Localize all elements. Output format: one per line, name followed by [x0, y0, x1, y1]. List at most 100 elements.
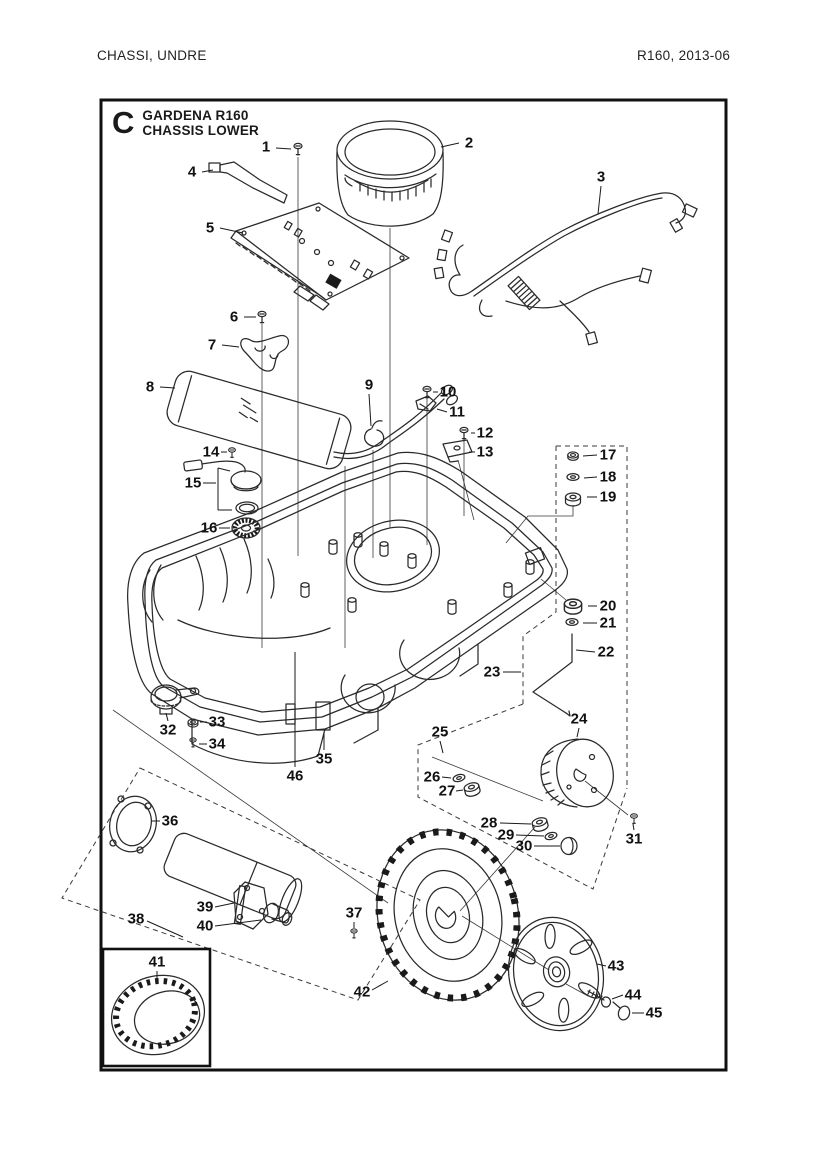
part-number-42: 42 — [354, 984, 371, 1001]
part-screw-14 — [228, 447, 236, 459]
part-hook-clip — [364, 420, 385, 447]
part-number-31: 31 — [626, 831, 643, 848]
leader-line-27 — [455, 789, 464, 792]
part-number-37: 37 — [346, 905, 363, 922]
leader-line-39 — [214, 902, 235, 908]
part-number-19: 19 — [600, 489, 617, 506]
part-number-45: 45 — [646, 1005, 663, 1022]
part-cap-assembly — [217, 467, 262, 515]
part-bearing-ring — [231, 517, 261, 539]
part-clip — [415, 395, 437, 412]
part-number-16: 16 — [201, 520, 218, 537]
part-battery — [166, 370, 459, 470]
part-number-17: 17 — [600, 447, 617, 464]
part-washer-26 — [451, 772, 467, 784]
part-number-24: 24 — [571, 711, 588, 728]
part-bushing-19 — [564, 492, 582, 507]
part-gasket — [109, 795, 157, 854]
section-letter: C — [112, 105, 135, 140]
part-number-27: 27 — [439, 783, 456, 800]
part-number-33: 33 — [209, 714, 226, 731]
part-number-14: 14 — [203, 444, 220, 461]
part-cap-30 — [560, 836, 578, 856]
part-screw-6 — [257, 310, 267, 324]
leader-line-17 — [582, 454, 598, 457]
diagram-title-line1: GARDENA R160 — [142, 108, 249, 123]
leader-line-18 — [583, 476, 598, 479]
part-bushing-28 — [530, 815, 550, 834]
dashed-construction-lines — [61, 445, 628, 1001]
part-knob — [150, 684, 200, 715]
leader-line-29 — [515, 834, 545, 837]
leader-line-44 — [611, 994, 624, 1000]
leader-line-26 — [441, 776, 452, 779]
part-number-5: 5 — [206, 220, 214, 237]
leader-line-3 — [597, 185, 602, 215]
part-tread-ring-box — [101, 947, 212, 1068]
part-number-30: 30 — [516, 838, 533, 855]
part-bushing-20 — [563, 598, 583, 615]
part-nut-17 — [567, 451, 579, 461]
part-number-22: 22 — [598, 644, 615, 661]
part-circuit-board — [230, 202, 410, 311]
part-chassis-body — [126, 451, 569, 764]
leader-line-24 — [576, 727, 580, 738]
title-block: C GARDENA R160 CHASSIS LOWER — [112, 105, 259, 140]
leader-line-43 — [596, 963, 607, 967]
part-pivot-rod — [532, 633, 573, 717]
part-hub-cap — [507, 916, 605, 1032]
leader-line-31 — [632, 823, 635, 831]
leader-line-9 — [368, 393, 372, 427]
part-screw-12 — [459, 426, 469, 440]
alignment-lines — [112, 157, 629, 997]
part-wiring-harness — [433, 192, 698, 346]
part-screw-37 — [350, 928, 358, 939]
part-number-11: 11 — [449, 404, 465, 421]
part-number-36: 36 — [162, 813, 179, 830]
part-number-20: 20 — [600, 598, 617, 615]
part-motor-assembly — [163, 832, 303, 930]
part-plate — [442, 439, 473, 463]
part-number-15: 15 — [185, 475, 202, 492]
part-cap-45 — [612, 1001, 631, 1021]
part-washer-29 — [543, 830, 559, 842]
leader-line-4 — [201, 169, 214, 173]
leader-line-5 — [219, 227, 244, 234]
part-number-13: 13 — [477, 444, 494, 461]
leader-line-25 — [439, 740, 444, 754]
part-number-34: 34 — [209, 736, 226, 753]
part-drum — [336, 120, 444, 227]
part-rear-wheel — [375, 828, 521, 1002]
diagram-border — [99, 98, 728, 1072]
part-screw-31 — [630, 813, 638, 825]
part-number-32: 32 — [160, 722, 177, 739]
part-number-41: 41 — [149, 954, 166, 971]
part-number-9: 9 — [365, 377, 373, 394]
leader-line-28 — [499, 822, 532, 825]
leader-line-40 — [214, 919, 262, 927]
part-sensor-wire — [183, 459, 246, 473]
part-screw-1 — [293, 142, 303, 156]
part-number-28: 28 — [481, 815, 498, 832]
header-right: R160, 2013-06 — [637, 48, 731, 63]
part-number-23: 23 — [484, 664, 501, 681]
part-number-10: 10 — [440, 384, 457, 401]
header-left: CHASSI, UNDRE — [97, 48, 207, 63]
part-number-39: 39 — [197, 899, 214, 916]
leader-line-22 — [575, 649, 596, 653]
part-bracket-arm — [208, 161, 288, 204]
part-number-18: 18 — [600, 469, 617, 486]
part-number-38: 38 — [128, 911, 145, 928]
leader-line-32 — [165, 712, 169, 722]
leader-line-1 — [275, 147, 292, 150]
part-number-44: 44 — [625, 987, 642, 1004]
leader-line-38 — [146, 920, 184, 938]
part-rubber-mount — [240, 334, 289, 372]
part-screw-10 — [422, 385, 432, 399]
leader-line-42 — [371, 980, 389, 991]
part-number-25: 25 — [432, 724, 449, 741]
leader-line-7 — [221, 344, 240, 348]
part-number-8: 8 — [146, 379, 154, 396]
